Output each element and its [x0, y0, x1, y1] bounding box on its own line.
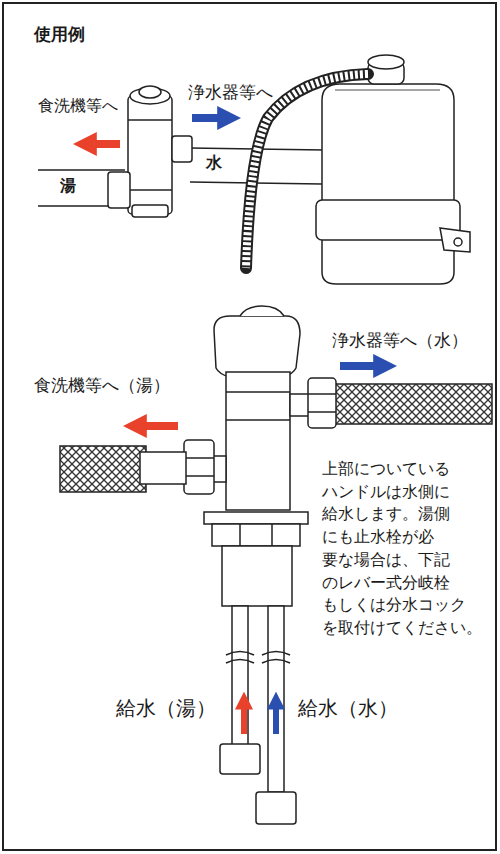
water-purifier-illustration-part — [316, 200, 460, 240]
branch-valve-illustration-part — [290, 394, 310, 416]
top-flow-arrows — [92, 118, 222, 144]
branch-valve-illustration-part — [204, 512, 308, 524]
branch-valve-illustration-part — [212, 524, 300, 546]
bottom-flow-arrows-part — [340, 362, 378, 370]
supply-label: 給水（水） — [298, 696, 398, 720]
branch-valve-illustration-part — [226, 391, 290, 393]
pipe-label: 水 — [204, 153, 224, 172]
top-valve-illustration-part — [128, 119, 172, 121]
branch-valve-illustration-part — [226, 372, 290, 510]
water-purifier-illustration-part — [335, 89, 440, 91]
branch-valve-illustration-part — [308, 378, 336, 428]
water-purifier-illustration-part — [368, 55, 404, 69]
branch-valve-illustration-part — [308, 411, 336, 413]
top-valve-illustration-part — [132, 205, 168, 217]
bottom-flow-arrows-part — [241, 706, 247, 734]
top-flow-arrows-part — [192, 114, 222, 122]
water-purifier-illustration-part — [246, 74, 368, 268]
bottom-flow-arrows-part — [273, 706, 279, 734]
branch-valve-illustration-part — [60, 446, 146, 492]
branch-valve-illustration-part — [184, 457, 214, 459]
water-purifier-illustration-part — [440, 228, 470, 252]
branch-valve-illustration-part — [222, 546, 292, 606]
water-purifier-illustration — [246, 55, 470, 284]
diagram-title: 使用例 — [34, 24, 85, 44]
top-valve-illustration-part — [139, 86, 161, 98]
branch-valve-illustration-part — [240, 306, 284, 316]
water-purifier-illustration-part — [246, 74, 368, 268]
branch-valve-illustration-part — [184, 440, 214, 494]
branch-valve-illustration-part — [308, 393, 336, 395]
water-purifier-illustration-part — [322, 84, 454, 284]
water-purifier-illustration-part — [454, 238, 462, 246]
top-valve-illustration-part — [128, 96, 172, 214]
flow-label: 食洗機等へ — [38, 96, 118, 115]
top-valve-illustration-part — [108, 172, 130, 208]
branch-valve-illustration-part — [335, 384, 492, 424]
supply-label: 給水（湯） — [116, 696, 216, 720]
branch-valve-illustration-part — [256, 792, 296, 824]
branch-valve-illustration-part — [226, 652, 290, 664]
branch-valve-illustration-part — [232, 606, 248, 746]
top-valve-illustration-part — [172, 136, 192, 162]
flow-label: 食洗機等へ（湯） — [34, 375, 170, 395]
bottom-flow-arrows-part — [142, 422, 178, 430]
branch-valve-illustration-part — [140, 452, 186, 484]
branch-valve-illustration-part — [226, 419, 290, 421]
frame — [3, 3, 496, 850]
branch-valve-illustration-part — [220, 744, 260, 774]
flow-label: 浄水器等へ — [188, 82, 273, 102]
top-valve-illustration-part — [128, 189, 172, 191]
flow-label: 浄水器等へ（水） — [332, 330, 468, 350]
pipe-label: 湯 — [58, 176, 78, 195]
branch-valve-illustration-part — [271, 524, 273, 546]
branch-valve-illustration-part — [268, 606, 284, 792]
note-text: 上部についている ハンドルは水側に 給水します。湯側 にも止水栓が必 要な場合は… — [322, 458, 494, 640]
branch-valve-illustration-part — [184, 475, 214, 477]
top-flow-arrows-part — [92, 140, 120, 148]
branch-valve-illustration-part — [239, 524, 241, 546]
branch-valve-illustration-part — [214, 316, 300, 380]
